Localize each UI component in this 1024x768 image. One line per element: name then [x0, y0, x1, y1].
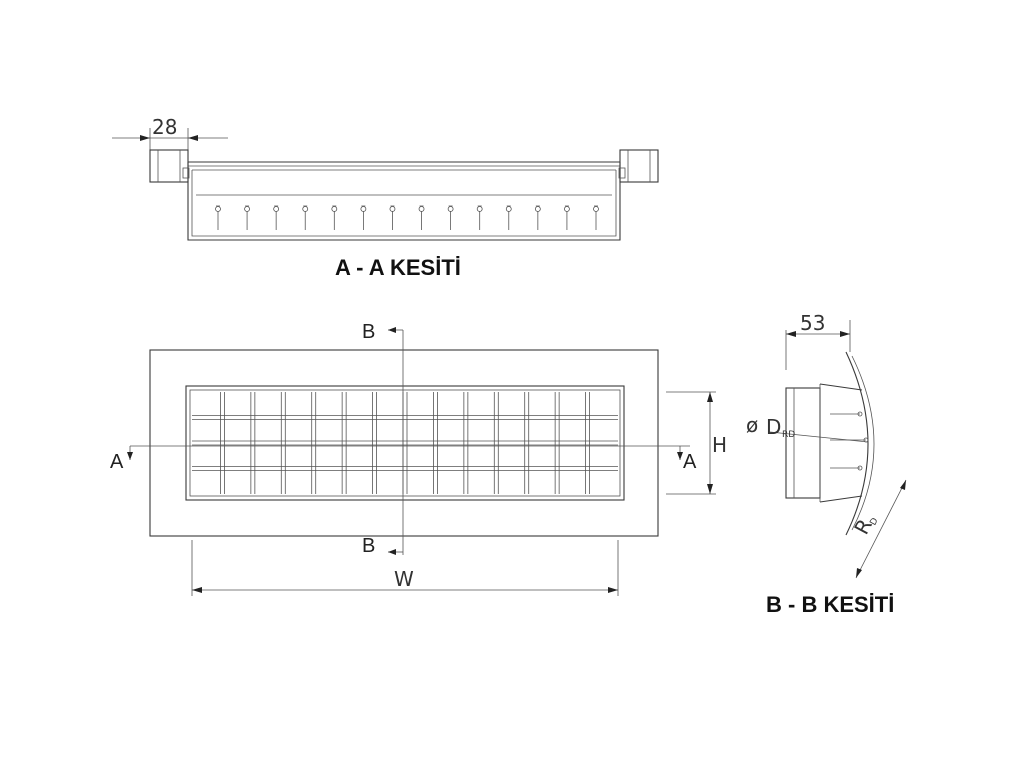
aa-blade — [534, 205, 541, 230]
aa-blade — [476, 205, 483, 230]
radius-label: R D — [849, 515, 881, 539]
bb-blades — [830, 411, 869, 471]
dim-28-label: 28 — [152, 115, 177, 139]
aa-blade — [418, 205, 425, 230]
svg-text:D: D — [766, 415, 781, 439]
aa-blade — [360, 205, 367, 230]
section-bb-view: 53 ø D RD R D — [746, 311, 907, 617]
svg-text:ø: ø — [746, 413, 758, 437]
svg-text:RD: RD — [782, 430, 795, 440]
svg-text:D: D — [869, 516, 881, 527]
aa-blade — [389, 205, 396, 230]
aa-blade — [302, 205, 309, 230]
aa-blade — [244, 205, 250, 230]
cut-b-bottom-label: B — [362, 535, 375, 557]
aa-blade — [505, 205, 512, 230]
section-aa-title: A - A KESİTİ — [335, 255, 461, 280]
cut-a-left-label: A — [110, 451, 124, 473]
diameter-label: ø D RD — [746, 413, 795, 440]
front-view: B B A A H W — [110, 321, 727, 596]
section-aa-view: 28 A - A KESİTİ — [112, 115, 659, 280]
aa-blade — [215, 205, 221, 230]
cut-b-top-label: B — [362, 321, 375, 343]
grille-grid — [192, 392, 618, 494]
cut-a-right-label: A — [683, 451, 697, 473]
dim-53-label: 53 — [800, 311, 825, 335]
dim-h-label: H — [712, 433, 727, 457]
aa-blade-group — [215, 205, 599, 230]
aa-blade — [447, 205, 454, 230]
aa-blade — [593, 205, 599, 230]
aa-blade — [273, 205, 280, 230]
aa-blade — [331, 205, 338, 230]
dim-w-label: W — [394, 567, 414, 591]
section-bb-title: B - B KESİTİ — [766, 592, 894, 617]
aa-blade — [564, 205, 570, 230]
